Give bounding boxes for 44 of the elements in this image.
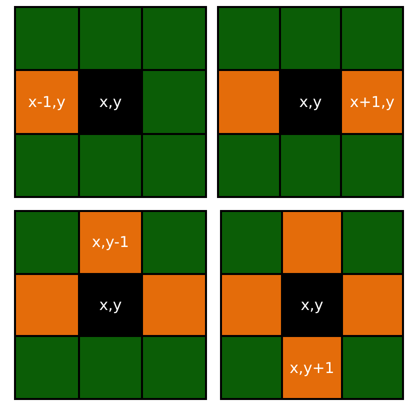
grid-cell (143, 71, 205, 133)
grid-panel (217, 6, 404, 198)
grid-cell (143, 212, 205, 273)
grid-cell (342, 134, 402, 196)
grid-cell (219, 8, 279, 70)
grid-cell (219, 71, 279, 133)
cell-label: x,y-1 (92, 233, 130, 252)
cell-label: x+1,y (350, 92, 394, 111)
grid-cell (222, 212, 281, 273)
grid-cell (342, 71, 402, 133)
grid-cell (16, 71, 78, 133)
grid-cell (143, 337, 205, 398)
cell-label: x,y (99, 92, 122, 111)
grid-panel (14, 6, 207, 198)
grid-cell (219, 134, 279, 196)
cell-label: x-1,y (28, 92, 66, 111)
cell-label: x,y+1 (290, 358, 334, 377)
grid-cell (280, 8, 340, 70)
grid-cell (16, 8, 78, 70)
grid-cell (222, 337, 281, 398)
grid-cell (343, 337, 402, 398)
grid-cell (343, 212, 402, 273)
grid-cell (80, 134, 142, 196)
grid-cell (143, 274, 205, 336)
grid-cell (16, 212, 78, 273)
grid-cell (282, 212, 342, 273)
grid-panel (14, 210, 207, 400)
grid-cell (143, 134, 205, 196)
cell-label: x,y (299, 92, 322, 111)
grid-cell (80, 8, 142, 70)
grid-cell (80, 212, 142, 273)
grid-cell (282, 337, 342, 398)
grid-cell (16, 274, 78, 336)
grid-cell (80, 337, 142, 398)
grid-cell (280, 134, 340, 196)
grid-cell (143, 8, 205, 70)
grid-cell (222, 274, 281, 336)
cell-label: x,y (300, 296, 324, 314)
grid-cell (16, 134, 78, 196)
grid-cell (342, 8, 402, 70)
grid-cell (16, 337, 78, 398)
grid-panel (220, 210, 404, 400)
cell-label: x,y (99, 296, 122, 314)
grid-cell (343, 274, 402, 336)
